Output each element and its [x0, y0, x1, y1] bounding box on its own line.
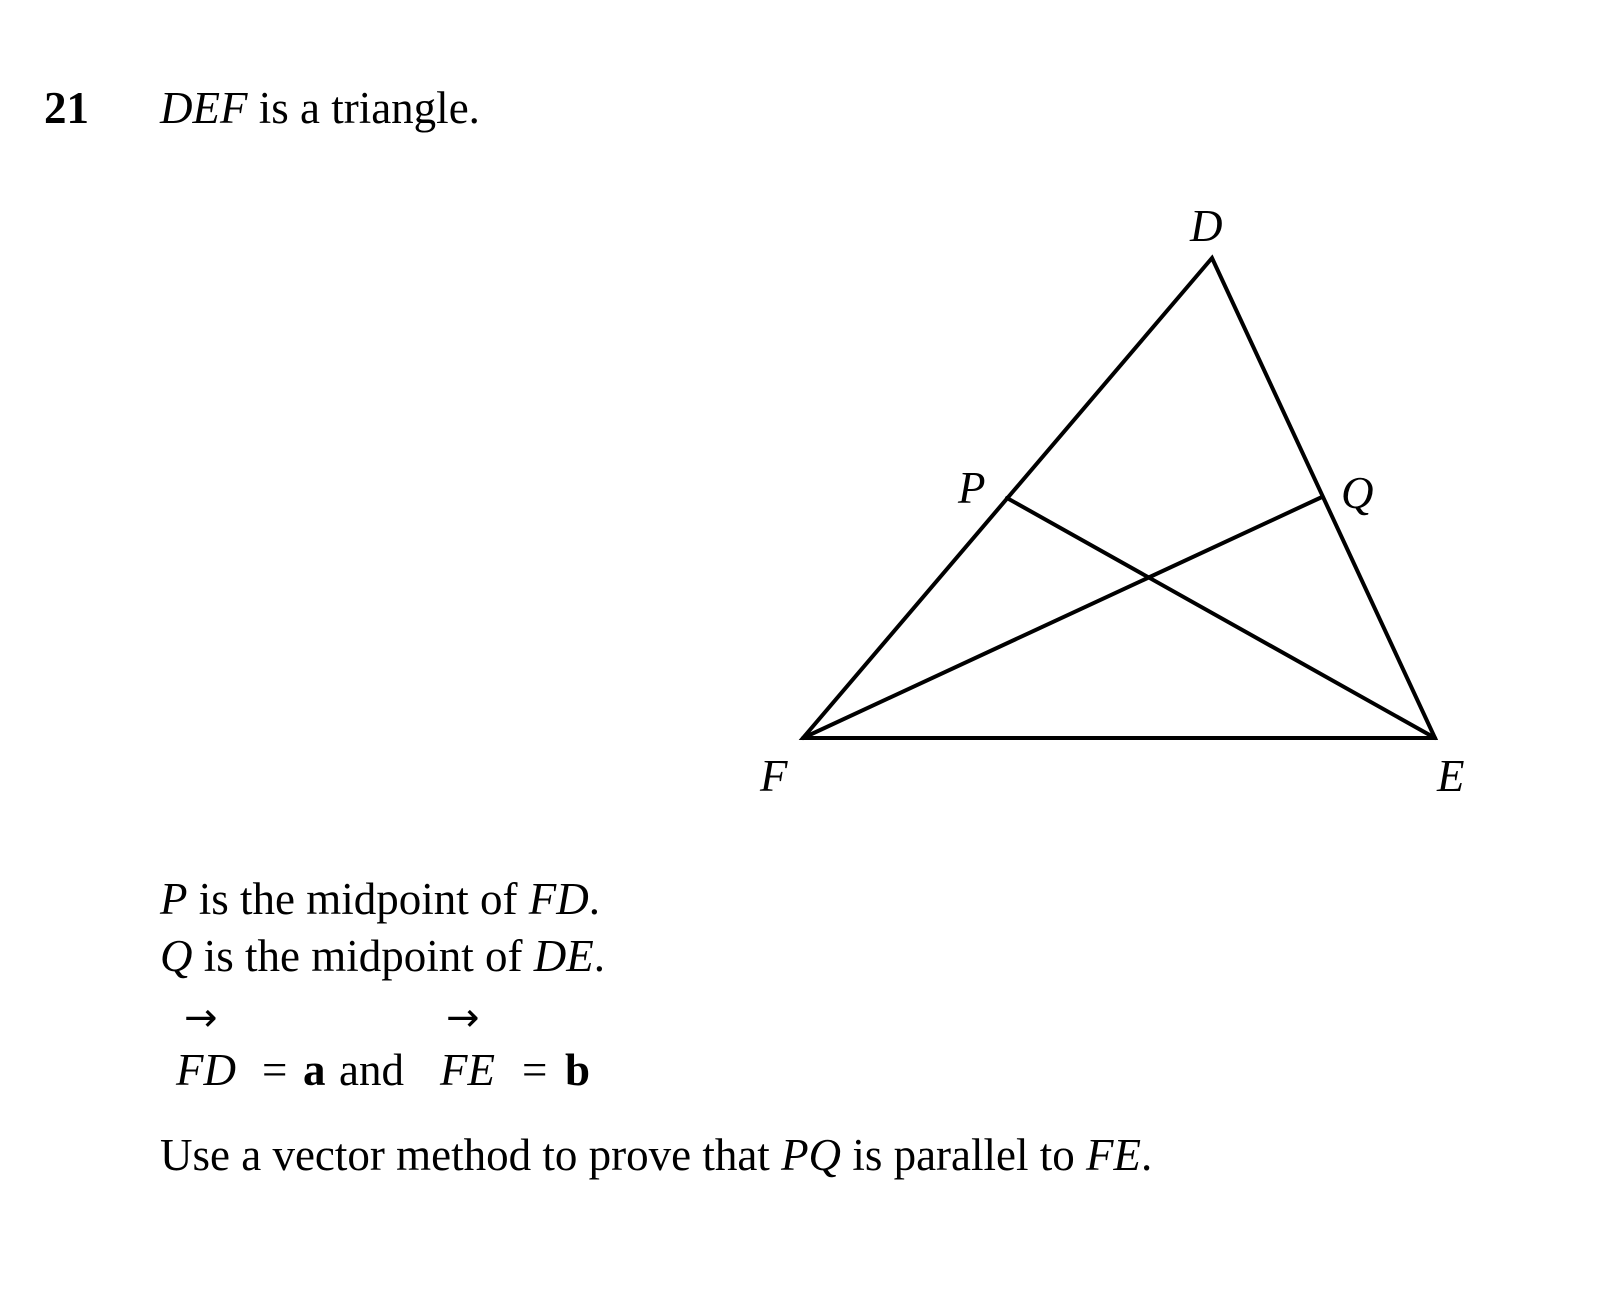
equals-sign: = [522, 1045, 548, 1095]
label-e: E [1436, 751, 1465, 801]
task-text: Use a vector method to prove that [160, 1130, 782, 1180]
segment-name: FD [528, 874, 589, 924]
vector-a: a [303, 1045, 326, 1095]
equals-sign: = [262, 1045, 288, 1095]
task-end: . [1140, 1130, 1153, 1180]
segment-name: DE [533, 931, 594, 981]
vector-fd: FD [176, 1045, 236, 1095]
vector-b: b [565, 1045, 591, 1095]
and-word: and [339, 1045, 404, 1095]
vector-arrow-icon: → [184, 995, 218, 1041]
task-text: is parallel to [841, 1130, 1086, 1180]
label-d: D [1189, 201, 1223, 251]
label-p: P [957, 463, 986, 513]
question-number: 21 [44, 83, 89, 133]
statement-text: is the midpoint of [187, 874, 529, 924]
segment-fe: FE [1086, 1130, 1141, 1180]
segment-pq: PQ [781, 1130, 842, 1180]
statement-end: . [588, 874, 600, 924]
statement-q-midpoint: Q is the midpoint of DE. [160, 934, 605, 979]
point-q: Q [160, 931, 193, 981]
vector-fe: FE [440, 1045, 495, 1095]
statement-p-midpoint: P is the midpoint of FD. [160, 877, 600, 922]
segment-pe [1005, 496, 1437, 740]
statement-end: . [593, 931, 605, 981]
point-p: P [160, 874, 188, 924]
intro-text: is a triangle. [247, 83, 480, 133]
task-statement: Use a vector method to prove that PQ is … [160, 1133, 1152, 1178]
segment-fq [801, 495, 1324, 740]
vector-arrow-icon: → [446, 995, 480, 1041]
triangle-name: DEF [160, 83, 248, 133]
question-intro: DEF is a triangle. [160, 86, 480, 131]
label-q: Q [1341, 468, 1374, 518]
statement-text: is the midpoint of [192, 931, 534, 981]
label-f: F [759, 751, 788, 801]
